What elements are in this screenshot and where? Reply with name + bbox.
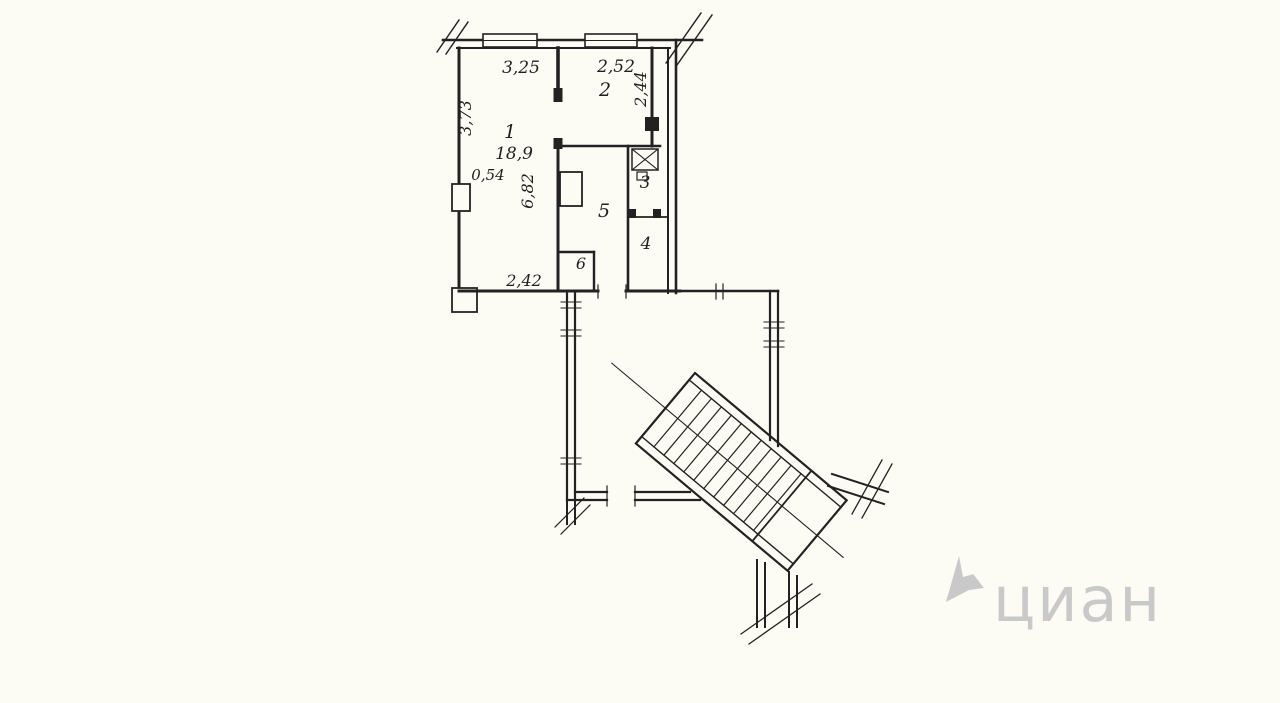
room-labels: 1 18,9 2 3 4 5 6 — [495, 79, 651, 273]
room-5-label: 5 — [598, 200, 610, 222]
dim-pier-width: 0,54 — [471, 166, 504, 184]
vent-shaft-icon — [631, 148, 659, 181]
wall-pier — [451, 183, 471, 212]
room-1-label: 1 — [504, 121, 516, 143]
cian-logo-fold-icon — [959, 556, 974, 577]
room-4-label: 4 — [640, 234, 652, 254]
watermark: циан — [946, 556, 1162, 636]
room-1-area: 18,9 — [495, 144, 533, 164]
wall-break-icon — [554, 497, 591, 535]
window-icon — [482, 33, 638, 48]
cian-logo-icon — [946, 556, 984, 602]
apartment-walls — [436, 12, 713, 313]
staircase — [611, 362, 849, 573]
wall-break-icon — [436, 19, 469, 55]
room-3-label: 3 — [640, 173, 651, 193]
watermark-text: циан — [993, 563, 1162, 636]
wall-break-icon — [740, 559, 821, 645]
room-6-label: 6 — [576, 254, 586, 273]
wall-break-icon — [826, 459, 893, 519]
corridor-walls — [554, 283, 893, 645]
room-2-label: 2 — [598, 79, 611, 101]
dim-top-window-left: 3,25 — [502, 58, 540, 78]
dim-room1-bottom: 2,42 — [505, 271, 542, 290]
dim-room2-depth: 2,44 — [631, 71, 650, 108]
wall-break-icon — [665, 12, 713, 66]
duct-block — [645, 117, 659, 131]
fixture-icon — [559, 171, 583, 207]
dim-top-window-right: 2,52 — [596, 57, 635, 77]
dim-room1-height: 6,82 — [518, 173, 537, 209]
dimension-labels: 3,25 2,52 2,44 3,73 0,54 6,82 2,42 — [456, 57, 650, 290]
stair-steps — [653, 389, 802, 532]
dim-room1-left: 3,73 — [456, 100, 475, 136]
